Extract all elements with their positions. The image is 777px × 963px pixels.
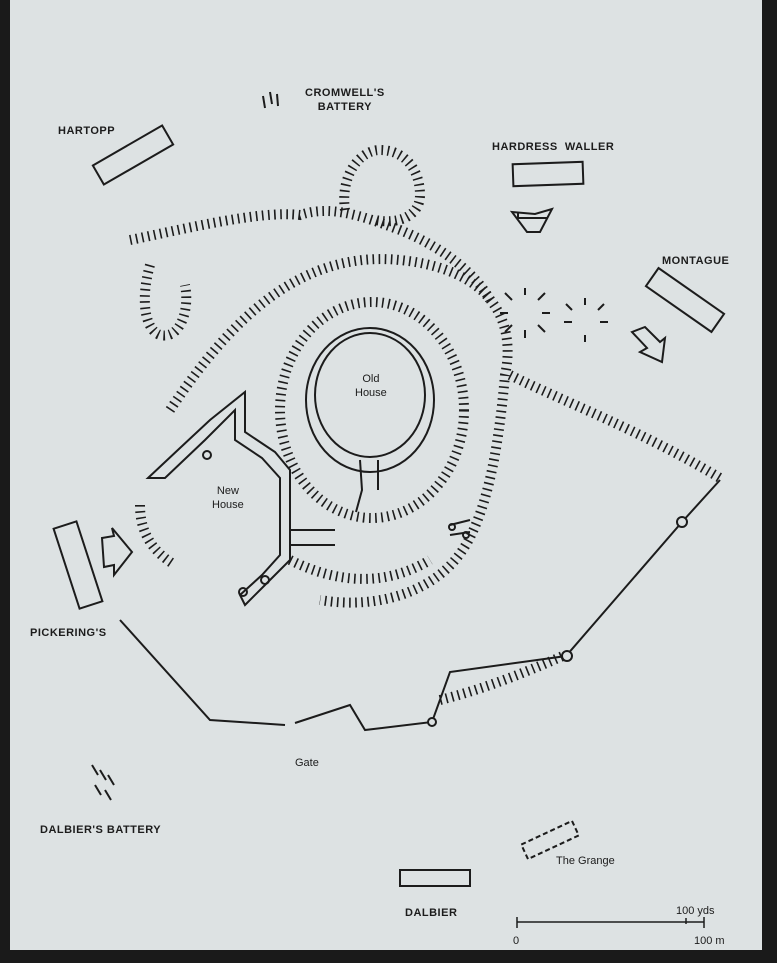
label-line: New <box>216 485 239 497</box>
east-works <box>507 370 723 483</box>
west-works <box>135 504 178 570</box>
star-forts <box>500 288 608 342</box>
label-line: Old <box>362 373 380 385</box>
label-line: CROMWELL'S <box>305 87 385 99</box>
earthworks <box>129 144 723 705</box>
gate-label: Gate <box>295 757 319 769</box>
montague-arrow-icon <box>630 325 667 364</box>
inner-rampart <box>275 297 469 523</box>
dalbier-battery-label: DALBIER'S BATTERY <box>40 824 162 836</box>
label-line: BATTERY <box>317 101 372 113</box>
dalbier-position <box>399 869 471 887</box>
new-house-walls <box>145 389 291 607</box>
scale-zero-label: 0 <box>513 935 520 947</box>
label-line: House <box>355 387 387 399</box>
scale-metres-label: 100 m <box>694 935 725 947</box>
old-house-gate <box>355 459 379 513</box>
south-works <box>438 650 568 705</box>
grange-label: The Grange <box>556 855 615 867</box>
north-bastion <box>339 144 426 227</box>
outer-enclosure <box>119 479 721 732</box>
northern-works <box>129 205 495 303</box>
cromwell-battery-icon <box>262 91 279 109</box>
cromwell-battery-label: CROMWELL'S BATTERY <box>305 86 385 114</box>
dalbier-battery-icon <box>91 764 115 801</box>
old-house-label: Old House <box>355 372 387 400</box>
waller-label: HARDRESS WALLER <box>492 141 615 153</box>
montague-label: MONTAGUE <box>662 255 730 267</box>
dalbier-label: DALBIER <box>405 907 458 919</box>
pickering-label: PICKERING'S <box>30 627 107 639</box>
map-paper <box>10 0 762 950</box>
new-house-bridge <box>290 529 335 546</box>
star-fort-2 <box>564 298 608 342</box>
scale-yards-label: 100 yds <box>676 905 715 917</box>
label-line: House <box>212 499 244 511</box>
old-house-wall <box>314 332 426 458</box>
waller-arrow-icon <box>509 207 554 233</box>
hartopp-position <box>91 124 175 186</box>
star-fort-1 <box>500 288 550 338</box>
waller-position <box>511 160 585 188</box>
west-bastion <box>139 263 192 341</box>
hartopp-label: HARTOPP <box>58 125 116 137</box>
pickering-arrow-icon <box>100 527 134 578</box>
scale-bar <box>516 917 705 928</box>
rampart-south <box>287 555 433 584</box>
outer-rampart <box>165 254 513 608</box>
grange-outline <box>519 819 581 861</box>
montague-position <box>644 266 726 334</box>
new-house-label: New House <box>212 484 244 512</box>
pickering-position <box>52 520 104 610</box>
old-house-outer-wall <box>305 327 435 473</box>
